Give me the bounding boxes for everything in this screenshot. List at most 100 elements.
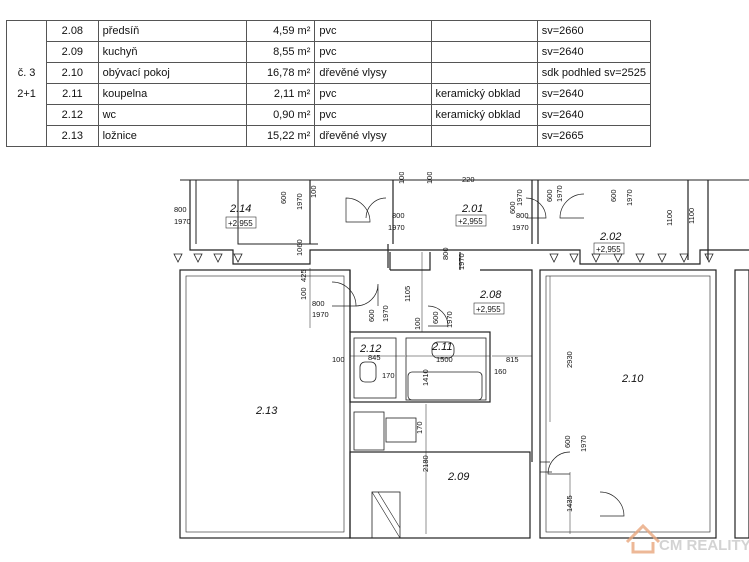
wall (309, 180, 709, 268)
dimension-label: 1105 (403, 286, 412, 302)
cell-wall (430, 41, 538, 63)
cell-wall (430, 20, 538, 42)
cell-wall (430, 125, 538, 147)
dimension-label: 1435 (565, 495, 574, 512)
dimension-label: 1970 (512, 223, 529, 232)
dimension-label: 1970 (388, 223, 405, 232)
cell-num: 2.12 (46, 104, 99, 126)
unit-cell (5, 125, 48, 147)
dimension-label: 845 (368, 353, 381, 362)
cell-note: sv=2640 (536, 41, 652, 63)
company-logo: CM REALITY (625, 523, 749, 554)
cell-num: 2.09 (46, 41, 99, 63)
room-label: 2.13 (255, 405, 278, 417)
wall (185, 275, 345, 533)
room-label: 2.09 (447, 471, 469, 483)
cell-name: ložnice (97, 125, 248, 147)
wall (545, 275, 711, 533)
dimension-label: 1970 (445, 311, 454, 328)
cell-wall (430, 62, 538, 84)
cell-area: 0,90 m² (246, 104, 316, 126)
unit-cell (5, 20, 48, 42)
cell-floor: pvc (314, 104, 432, 126)
dimension-label: 1060 (295, 239, 304, 256)
dimension-label: 220 (462, 175, 475, 184)
room-label: 2.12 (359, 343, 381, 355)
unit-cell (5, 41, 48, 63)
dimension-label: 100 (397, 172, 406, 184)
cell-note: sv=2665 (536, 125, 652, 147)
cell-area: 2,11 m² (246, 83, 316, 105)
dimension-label: 1970 (381, 305, 390, 322)
cell-floor: dřevěné vlysy (314, 125, 432, 147)
dimension-label: 2180 (421, 455, 430, 472)
dimension-label: 800 (174, 205, 187, 214)
dimension-label: 800 (441, 247, 450, 260)
washbasin (431, 341, 455, 359)
dimension-label: 600 (367, 309, 376, 322)
dimension-label: 160 (494, 367, 507, 376)
wall (179, 269, 351, 539)
dimension-label: 1500 (436, 355, 453, 364)
cell-floor: pvc (314, 41, 432, 63)
dimension-label: 1410 (421, 369, 430, 386)
dimension-label: 1100 (687, 208, 696, 224)
cell-name: kuchyň (97, 41, 248, 63)
dimension-label: 800 (312, 299, 325, 308)
room-label: 2.02 (599, 231, 621, 243)
level-label: +2,955 (476, 305, 501, 314)
cell-name: obývací pokoj (97, 62, 248, 84)
kitchen-sink (385, 417, 417, 443)
dimension-label: 1970 (312, 310, 329, 319)
room-label: 2.08 (479, 289, 502, 301)
dimension-label: 600 (563, 435, 572, 448)
dimension-label: 800 (392, 211, 405, 220)
dimension-label: 1970 (515, 189, 524, 206)
level-label: +2,955 (458, 217, 483, 226)
cell-note: sv=2660 (536, 20, 652, 42)
wall (353, 337, 397, 399)
cell-name: wc (97, 104, 248, 126)
wall (349, 252, 533, 462)
cell-wall: keramický obklad (430, 104, 538, 126)
room-label: 2.01 (461, 203, 483, 215)
level-label: +2,955 (228, 219, 253, 228)
dimension-label: 100 (332, 355, 345, 364)
wall (349, 451, 531, 539)
dimension-label: 815 (506, 355, 519, 364)
dimension-label: 1970 (174, 217, 191, 226)
cell-floor: pvc (314, 20, 432, 42)
cell-area: 16,78 m² (246, 62, 316, 84)
dimension-label: 1970 (555, 185, 564, 202)
dimension-label: 170 (415, 421, 424, 434)
dimension-label: 1970 (625, 189, 634, 206)
room-label: 2.11 (431, 341, 453, 353)
dimension-label: 1970 (295, 193, 304, 210)
room-label: 2.10 (621, 373, 644, 385)
floor-plan-drawing: 2.14 2.01 2.02 2.08 2.12 2.11 2.13 2.09 … (173, 172, 749, 539)
dimension-label: 425 (299, 269, 308, 282)
dimension-label: 600 (545, 189, 554, 202)
dimension-label: 100 (425, 172, 434, 184)
wall (189, 180, 749, 265)
company-logo-text: CM REALITY (659, 537, 749, 554)
cell-note: sv=2640 (536, 83, 652, 105)
cell-note: sdk podhled sv=2525 (536, 62, 652, 84)
cell-num: 2.08 (46, 20, 99, 42)
stove (353, 411, 385, 451)
dimension-label: 100 (299, 287, 308, 300)
wall (371, 491, 401, 539)
dimension-label: 2930 (565, 351, 574, 368)
cell-name: koupelna (97, 83, 248, 105)
unit-cell: 2+1 (5, 83, 48, 105)
dimension-label: 1970 (457, 253, 466, 270)
cell-num: 2.10 (46, 62, 99, 84)
cell-num: 2.13 (46, 125, 99, 147)
dimension-label: 600 (279, 191, 288, 204)
